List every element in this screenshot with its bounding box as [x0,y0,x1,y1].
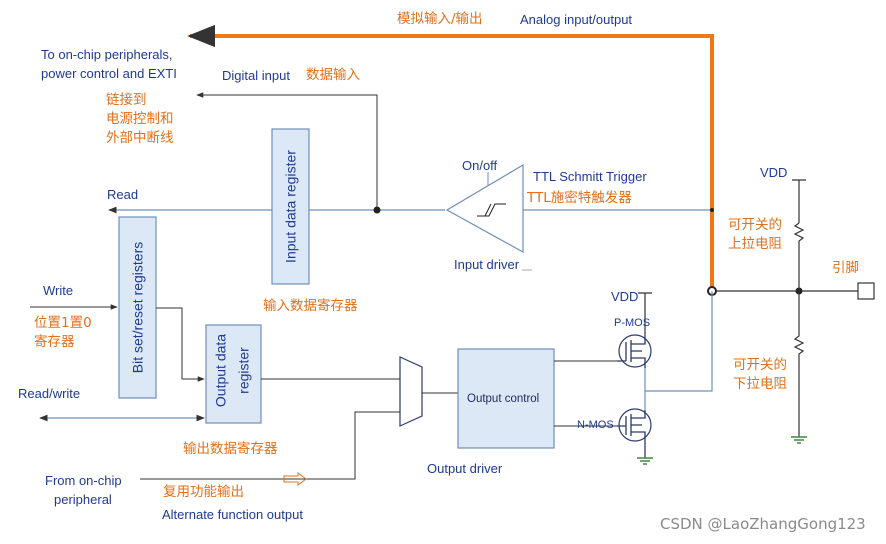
to-onchip-label: To on-chip peripherals, [41,47,173,62]
bit-set-reset-label: Bit set/reset registers [129,241,146,374]
hysteresis-icon [477,203,506,217]
bsr-to-odr [156,307,205,382]
from-onchip-label-2: peripheral [54,492,112,507]
input-data-register-box [271,128,310,285]
pulldown-cn-label-2: 下拉电阻 [733,376,787,392]
power-ctrl-label: power control and EXTI [41,66,177,81]
pin-icon [857,282,875,300]
drain-line [644,291,713,410]
pmos-transistor [617,334,652,368]
read-label: Read [107,187,139,202]
from-onchip-label-1: From on-chip [45,473,122,488]
junction-digital [373,206,381,214]
exti-cn-label-3: 外部中断线 [106,130,174,146]
analog-line [187,24,714,291]
vdd-right-bar [792,179,806,223]
alt-function-line [140,411,400,480]
pin-cn-label: 引脚 [832,260,859,276]
vdd-pmos-bar [638,292,652,336]
output-data-register-box [205,324,262,424]
exti-cn-label-1: 链接到 [106,92,147,108]
analog-en-label: Analog input/output [520,12,633,27]
alt-en-label: Alternate function output [162,507,303,522]
write-label: Write [43,283,74,298]
pullup-resistor [793,222,805,291]
output-data-register-label-2: register [235,347,252,394]
nmos-transistor [617,408,652,458]
digital-input-line [196,92,378,210]
junction-schmitt [710,208,714,212]
pmos-label: P-MOS [614,317,651,329]
input-driver-label: Input driver [454,257,520,272]
pulldown-resistor [793,291,805,437]
on-off-label: On/off [462,158,498,173]
read-write-label: Read/write [18,386,81,401]
ground-right [791,436,807,444]
output-data-register-label-1: Output data [212,333,229,408]
pullup-cn-label-1: 可开关的 [728,217,782,233]
watermark: CSDN @LaoZhangGong123 [660,515,866,533]
schmitt-triangle [445,163,524,254]
pulldown-cn-label-1: 可开关的 [733,357,787,373]
alt-cn-label: 复用功能输出 [163,484,244,500]
vdd-pmos-label: VDD [611,289,639,304]
input-reg-cn-label: 输入数据寄存器 [263,298,358,314]
ground-nmos [637,457,653,465]
bit-set-reset-box [118,216,157,399]
output-control-box [457,348,555,449]
analog-cn-label: 模拟输入/输出 [397,11,483,27]
digital-input-cn-label: 数据输入 [306,67,360,83]
pullup-cn-label-2: 上拉电阻 [728,236,782,252]
vdd-right-label: VDD [760,165,788,180]
schmitt-cn-label: TTL施密特触发器 [527,190,632,206]
digital-input-label: Digital input [222,68,290,83]
bsr-cn-label-2: 寄存器 [34,334,75,350]
nmos-label: N-MOS [577,419,614,431]
output-driver-label: Output driver [427,461,503,476]
exti-cn-label-2: 电源控制和 [106,111,174,127]
input-data-register-label: Input data register [282,150,299,263]
bsr-cn-label-1: 位置1置0 [34,315,92,331]
mux-shape [399,356,423,427]
schmitt-label: TTL Schmitt Trigger [533,169,647,184]
alt-arrow-icon [283,472,307,486]
output-control-label: Output control [467,393,540,405]
output-reg-cn-label: 输出数据寄存器 [183,441,278,457]
